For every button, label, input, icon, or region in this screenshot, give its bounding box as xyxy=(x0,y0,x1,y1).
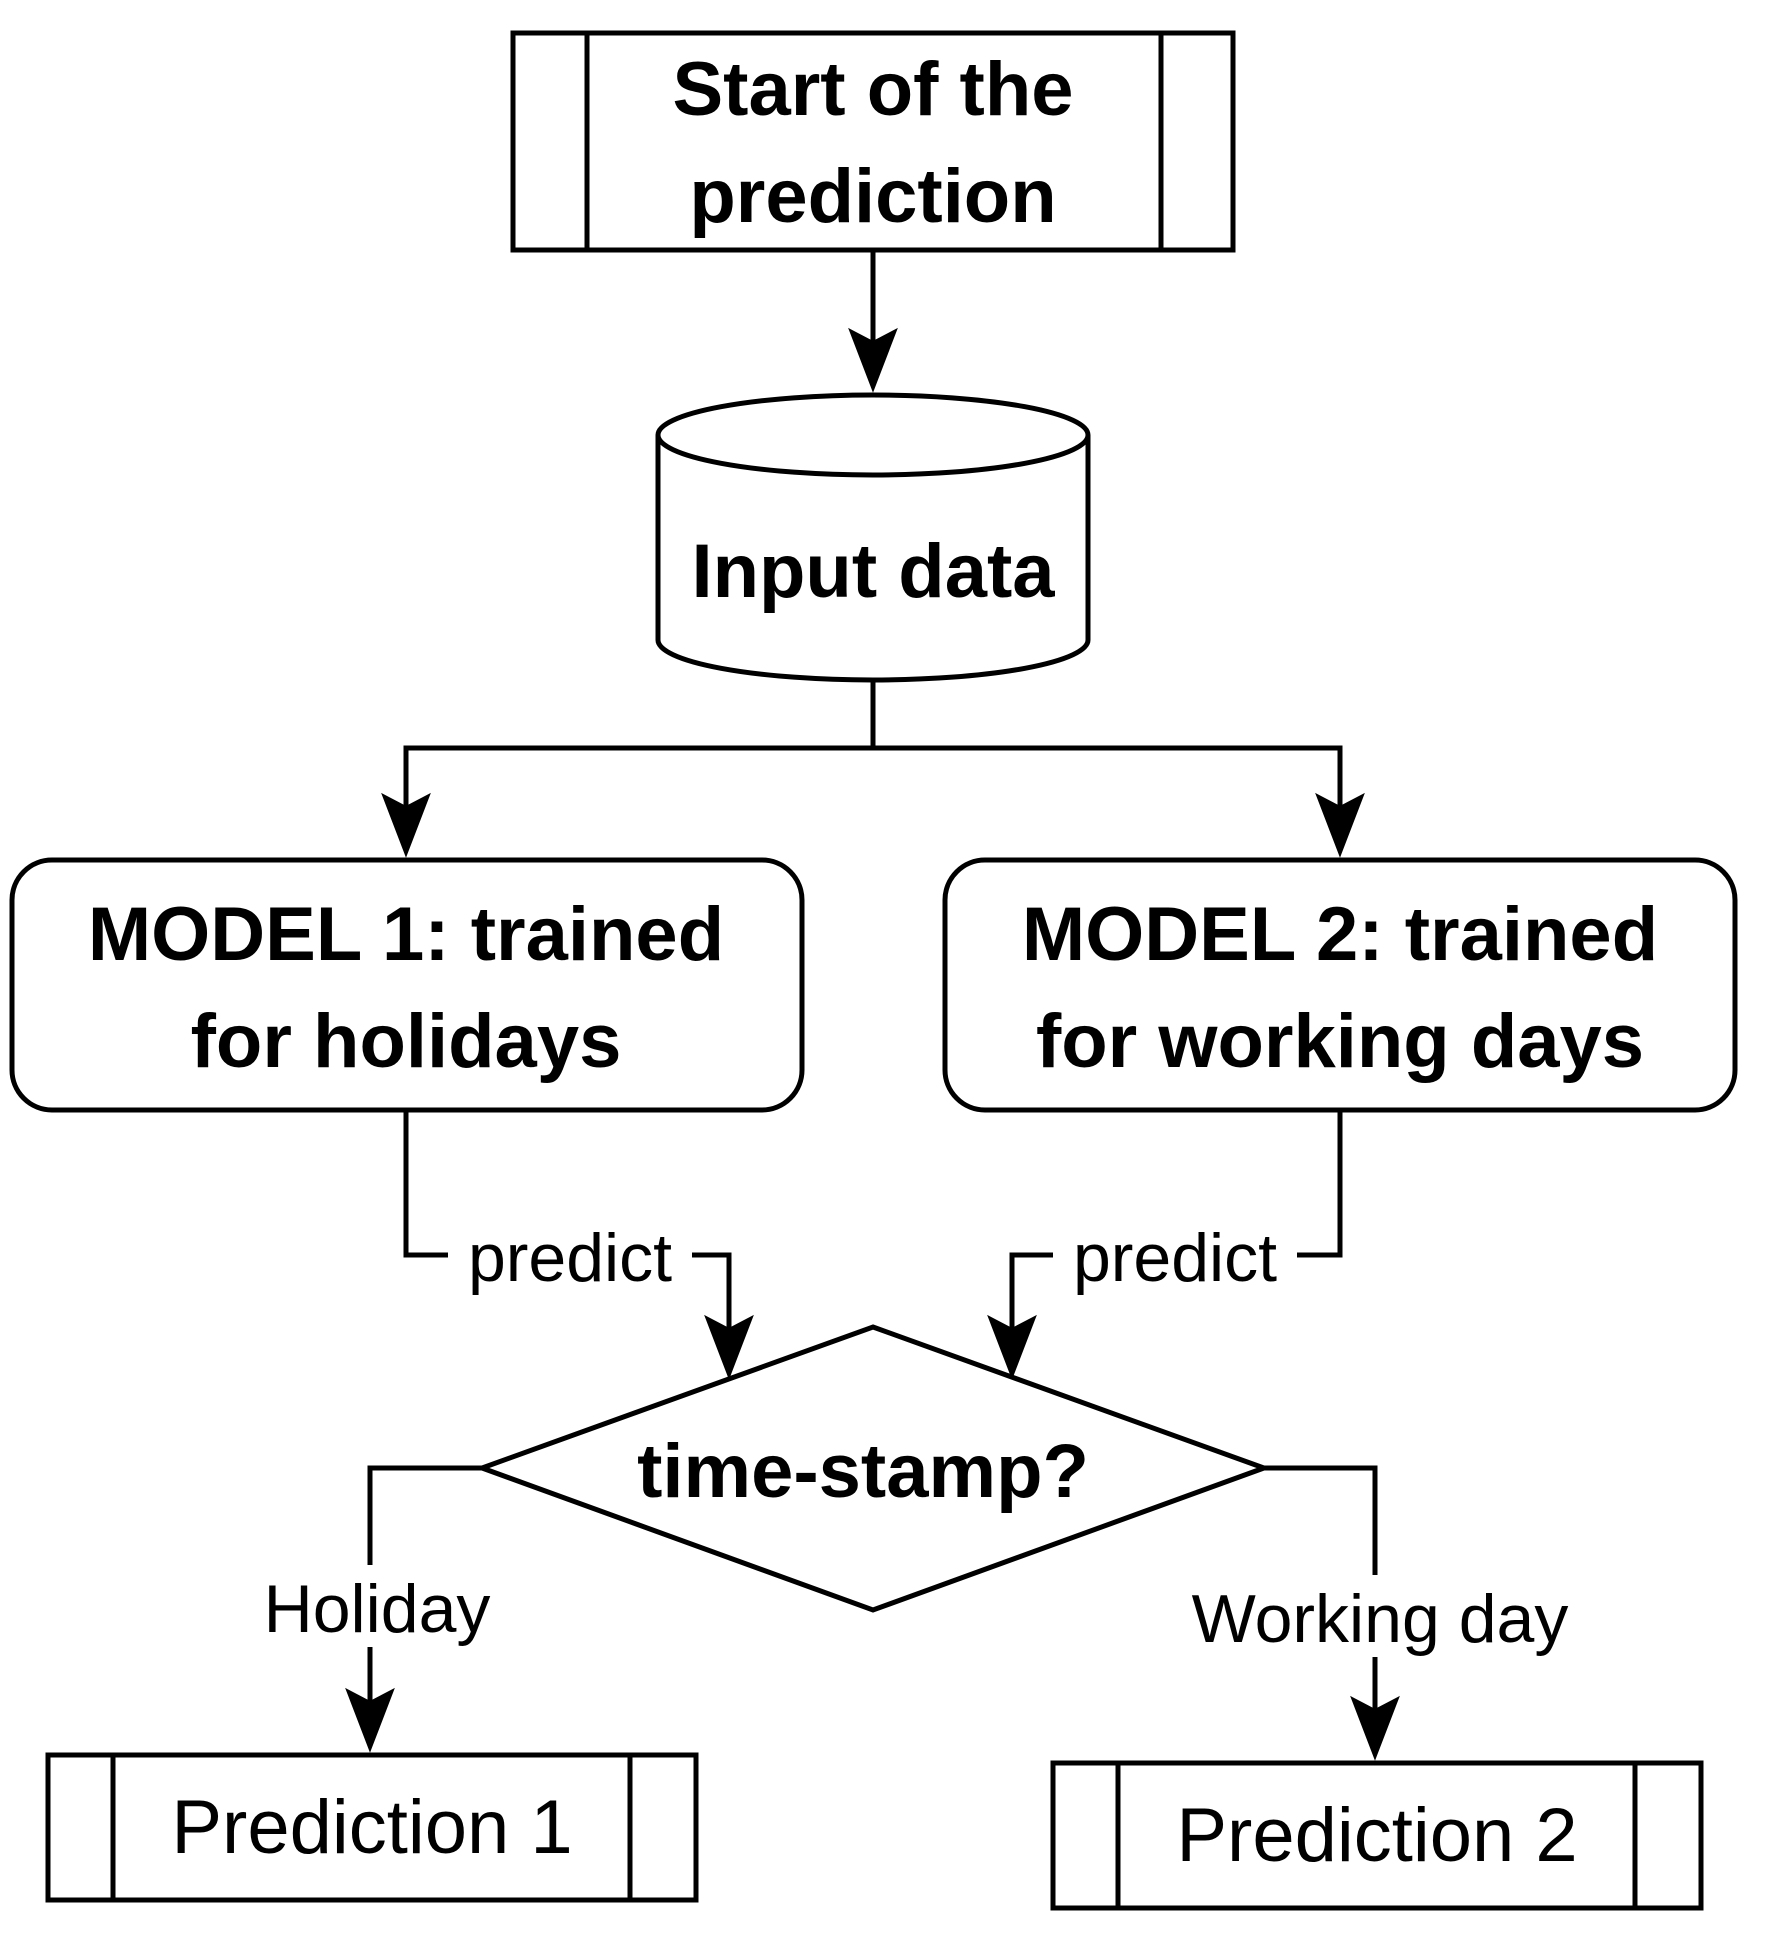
prediction1-node: Prediction 1 xyxy=(45,1752,699,1903)
start-node: Start of the prediction xyxy=(510,30,1236,253)
arrowhead-decision-left xyxy=(704,1314,754,1380)
edge-label-bg-working-day xyxy=(1160,1575,1600,1657)
edge-label-working-day: Working day xyxy=(1192,1581,1569,1657)
prediction2-label: Prediction 2 xyxy=(1176,1793,1577,1878)
arrowhead-prediction2 xyxy=(1350,1695,1400,1761)
input-data-cylinder-body xyxy=(655,392,1091,683)
start-node-label-line2: prediction xyxy=(689,154,1056,239)
prediction2-node: Prediction 2 xyxy=(1050,1760,1704,1911)
prediction1-label: Prediction 1 xyxy=(171,1785,572,1870)
edge-label-predict-right: predict xyxy=(1073,1220,1277,1296)
arrowhead-model2 xyxy=(1315,792,1365,858)
prediction2-box xyxy=(1050,1760,1704,1911)
arrowhead-decision-right xyxy=(987,1314,1037,1380)
model1-label-line2: for holidays xyxy=(191,999,622,1084)
model1-label-line1: MODEL 1: trained xyxy=(88,892,724,977)
edge-label-bg-predict-right xyxy=(1053,1218,1297,1300)
arrowhead-input xyxy=(848,327,898,393)
input-data-cylinder-top xyxy=(655,434,1091,478)
model1-box xyxy=(9,857,805,1113)
decision-label: time-stamp? xyxy=(637,1429,1089,1514)
model2-label-line2: for working days xyxy=(1036,999,1644,1084)
edge-label-predict-left: predict xyxy=(468,1220,672,1296)
edge-label-holiday: Holiday xyxy=(264,1571,491,1647)
prediction1-box xyxy=(45,1752,699,1903)
model2-node: MODEL 2: trained for working days xyxy=(942,857,1738,1113)
decision-node: time-stamp? xyxy=(474,1324,1272,1613)
decision-diamond xyxy=(474,1324,1272,1613)
edge-input-split xyxy=(403,680,1343,840)
edge-label-bg-predict-left xyxy=(448,1218,692,1300)
start-node-box xyxy=(510,30,1236,253)
arrowhead-model1 xyxy=(381,792,431,858)
arrowhead-prediction1 xyxy=(345,1687,395,1753)
input-data-node: Input data xyxy=(655,392,1091,683)
model2-box xyxy=(942,857,1738,1113)
edge-label-bg-holiday xyxy=(240,1565,510,1647)
input-data-label: Input data xyxy=(691,529,1055,614)
model1-node: MODEL 1: trained for holidays xyxy=(9,857,805,1113)
start-node-label-line1: Start of the xyxy=(672,47,1073,132)
model2-label-line1: MODEL 2: trained xyxy=(1022,892,1658,977)
